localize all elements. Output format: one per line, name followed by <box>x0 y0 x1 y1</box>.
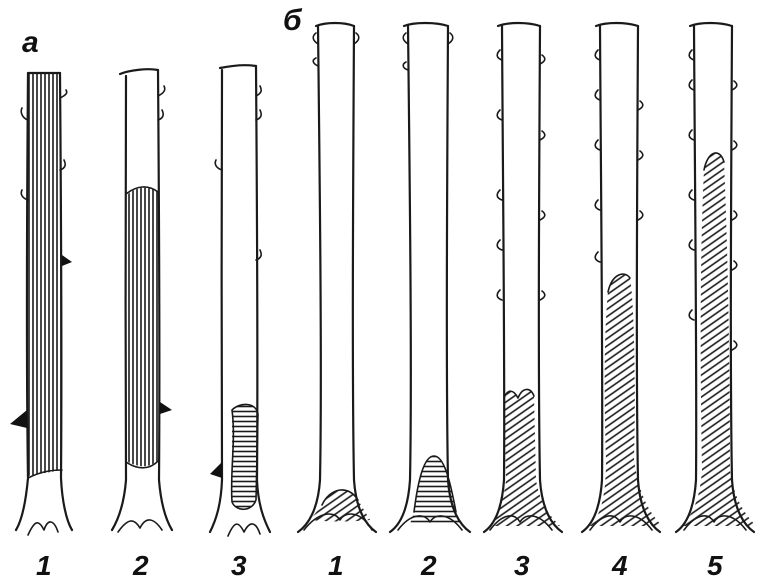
tree-number-a3: 3 <box>231 550 247 581</box>
tree-number-a1: 1 <box>36 550 52 581</box>
rot-zone <box>232 404 258 509</box>
branch-stub <box>160 402 172 414</box>
tree-b5 <box>676 23 756 532</box>
tree-b3 <box>484 23 562 532</box>
tree-b1 <box>298 23 376 532</box>
tree-a2 <box>112 69 172 532</box>
tree-b2 <box>390 23 470 532</box>
panel-label-b: б <box>283 4 303 37</box>
rot-zone <box>128 188 158 467</box>
panel-label-a: а <box>22 26 39 59</box>
tree-number-b2: 2 <box>420 550 437 581</box>
branch-stub <box>62 255 72 266</box>
tree-a1 <box>10 73 72 535</box>
rot-zone <box>682 153 756 526</box>
tree-a3 <box>210 65 270 536</box>
tree-number-b3: 3 <box>514 550 530 581</box>
tree-b4 <box>582 23 662 532</box>
branch-stub <box>210 462 222 478</box>
tree-number-a2: 2 <box>132 550 149 581</box>
rot-zone <box>28 73 62 476</box>
tree-number-b1: 1 <box>328 550 344 581</box>
tree-number-b4: 4 <box>611 550 628 581</box>
branch-stub <box>10 410 27 428</box>
tree-number-b5: 5 <box>707 550 723 581</box>
